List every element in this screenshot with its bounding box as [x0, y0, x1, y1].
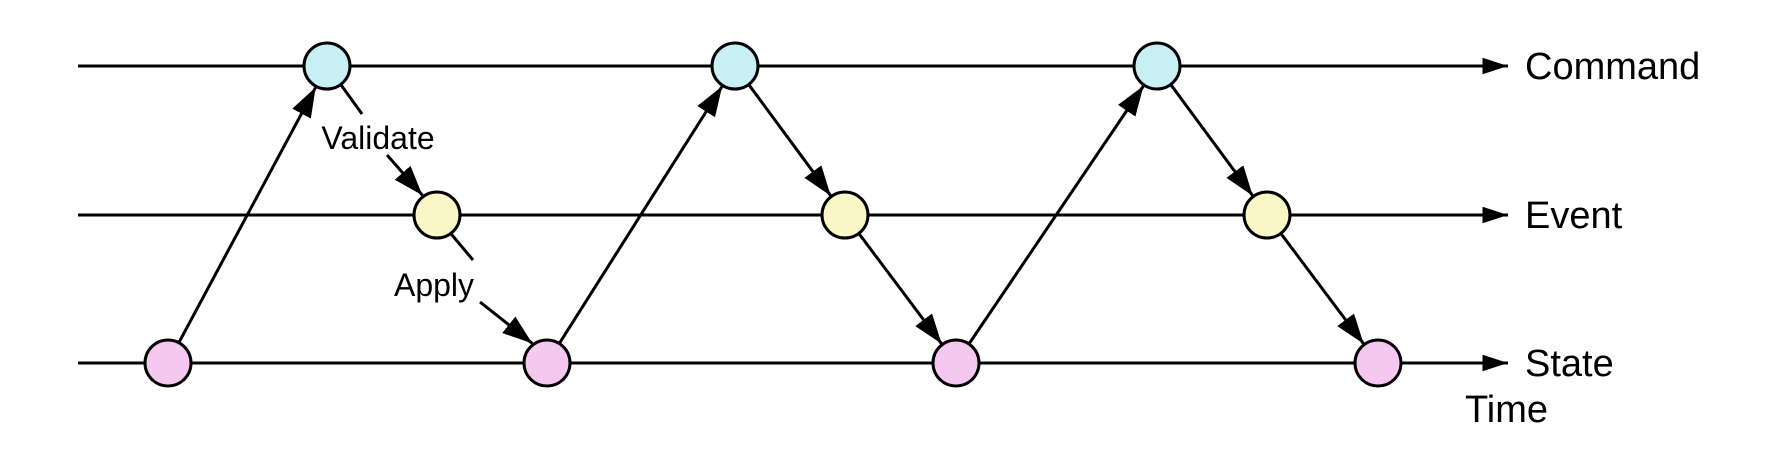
- edge-command1-validate-stub: [340, 84, 364, 115]
- command-lane-label: Command: [1525, 46, 1700, 88]
- edge-apply-to-state2-arrow: [479, 300, 534, 345]
- edge-state3-to-command3: [968, 85, 1145, 344]
- time-axis-label: Time: [1465, 389, 1548, 431]
- edge-event1-apply-stub: [450, 233, 475, 261]
- edge-state2-to-command2: [558, 85, 724, 344]
- command-node-2: [710, 41, 760, 91]
- event-node-3: [1242, 190, 1292, 240]
- edge-command3-to-event3: [1170, 84, 1254, 197]
- event-node-1: [412, 190, 462, 240]
- edge-command2-to-event2: [748, 84, 832, 197]
- state-node-1: [143, 338, 193, 388]
- command-node-1: [302, 41, 352, 91]
- edge-event3-to-state4: [1280, 233, 1365, 345]
- event-node-2: [820, 190, 870, 240]
- command-node-3: [1132, 41, 1182, 91]
- validate-edge-label: Validate: [321, 120, 434, 156]
- edge-event2-to-state3: [858, 233, 943, 345]
- state-node-2: [522, 338, 572, 388]
- edge-validate-to-event1-arrow: [385, 154, 424, 197]
- event-lane-label: Event: [1525, 195, 1623, 237]
- state-lane-label: State: [1525, 343, 1614, 385]
- state-node-3: [931, 338, 981, 388]
- state-node-4: [1353, 338, 1403, 388]
- edge-state1-to-command1: [177, 86, 318, 343]
- apply-edge-label: Apply: [394, 267, 474, 303]
